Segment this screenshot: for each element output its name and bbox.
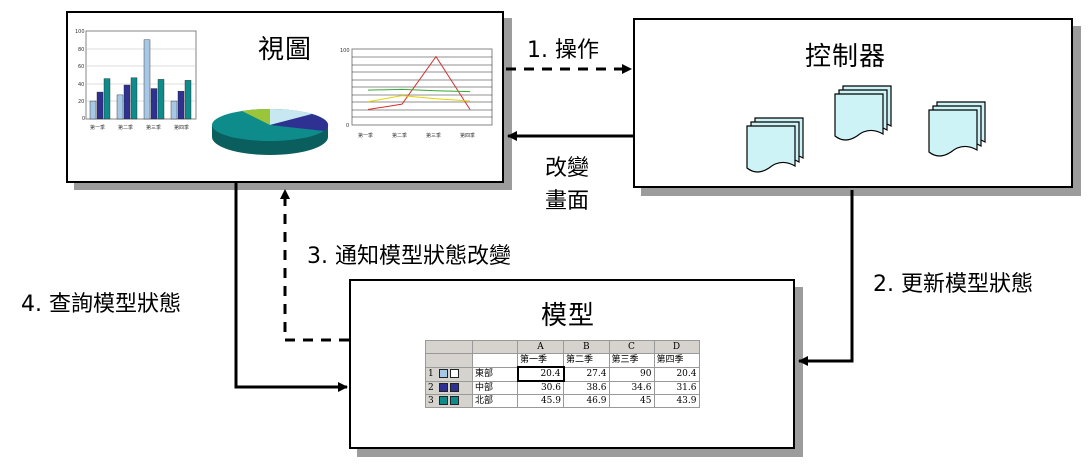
change-screen-label-1: 改變 bbox=[545, 150, 589, 182]
query-arrow bbox=[236, 183, 347, 387]
change-screen-label-2: 畫面 bbox=[545, 183, 589, 215]
notify-label: 3. 通知模型狀態改變 bbox=[307, 238, 511, 270]
update-model-label: 2. 更新模型狀態 bbox=[873, 266, 1033, 298]
query-label: 4. 查詢模型狀態 bbox=[21, 286, 181, 318]
operate-label: 1. 操作 bbox=[527, 32, 599, 64]
update-model-arrow bbox=[799, 190, 852, 361]
